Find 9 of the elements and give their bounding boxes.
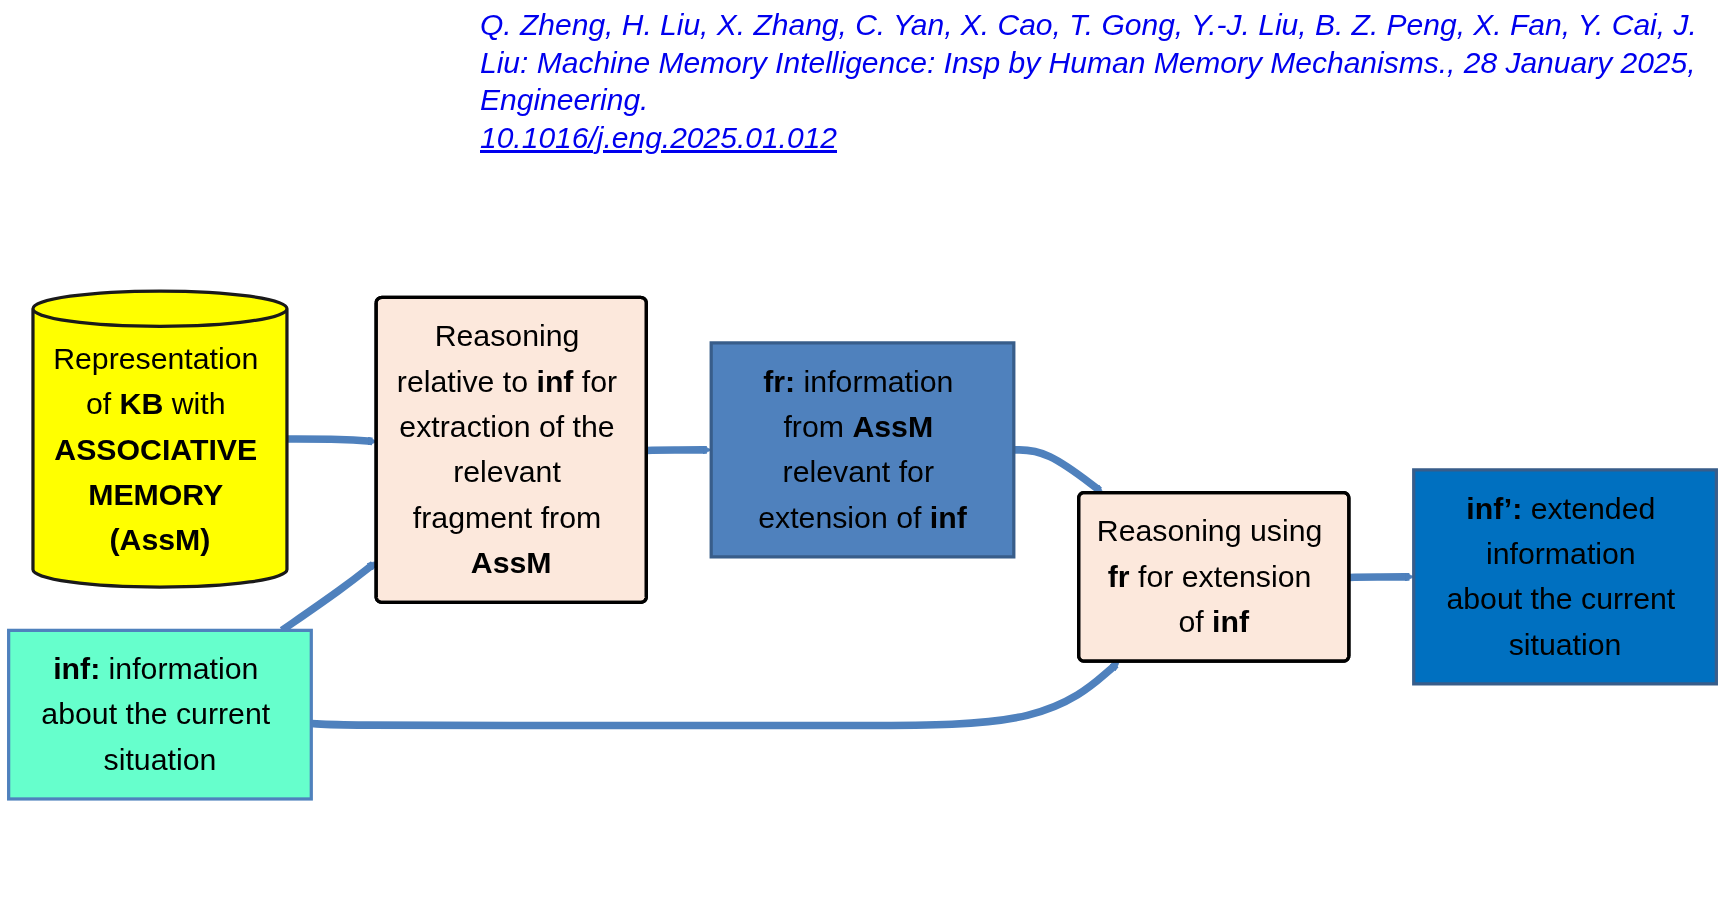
node-box: inf’: extended information about the current situation — [1412, 468, 1718, 686]
arrow — [1349, 572, 1415, 582]
arrow — [286, 435, 378, 446]
node-box: fr: information from AssM relevant for extension of inf — [709, 341, 1016, 559]
doi-link: 10.1016/j.eng.2025.01.012 — [480, 120, 837, 154]
arrow — [1013, 446, 1104, 494]
node-box: inf: information about the current situation — [7, 628, 313, 801]
arrow — [646, 445, 712, 455]
citation-text: Q. Zheng, H. Liu, X. Zhang, C. Yan, X. Cao, T. Gong, Y.-J. Liu, B. Z. Peng, X. Fan, Y. Cai, J. Liu: Machine Memory Intelligence: Insp by Human Memory Mechanisms., 28 January 2025, Engineering. — [480, 8, 1697, 116]
